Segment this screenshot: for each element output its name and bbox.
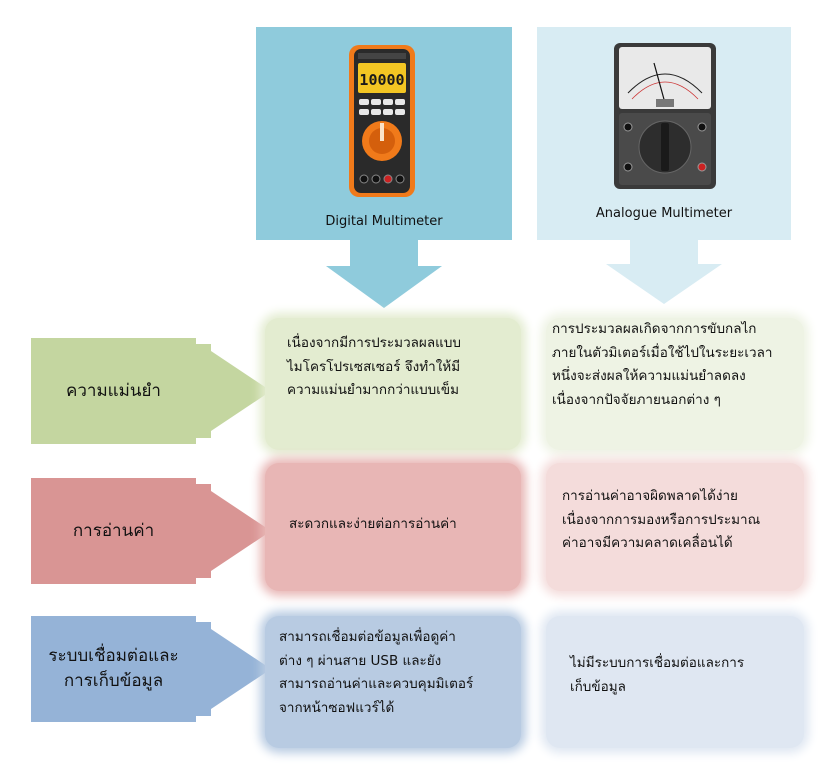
row-arrow-accuracy xyxy=(31,338,271,444)
digital-down-arrow xyxy=(326,240,442,308)
analogue-multimeter-label: Analogue Multimeter xyxy=(595,206,733,221)
row-label-text: การอ่านค่า xyxy=(72,520,155,541)
row-label-connectivity: ระบบเชื่อมต่อและ การเก็บข้อมูล xyxy=(31,616,271,722)
row-label-text: ความแม่นยำ xyxy=(66,380,161,401)
analogue-multimeter-header: Analogue Multimeter xyxy=(537,27,791,240)
row-label-accuracy: ความแม่นยำ xyxy=(31,338,271,444)
digital-multimeter-label: Digital Multimeter xyxy=(325,214,443,229)
card-digital-connectivity: สามารถเชื่อมต่อข้อมูลเพื่อดูค่า ต่าง ๆ ผ… xyxy=(265,616,521,748)
analogue-multimeter-image xyxy=(614,43,716,189)
row-label-text: ระบบเชื่อมต่อและ การเก็บข้อมูล xyxy=(48,646,179,691)
digital-multimeter-image: 10000 xyxy=(349,45,415,197)
row-arrow-connectivity xyxy=(31,616,271,722)
card-digital-accuracy: เนื่องจากมีการประมวลผลแบบ ไมโครโปรเซสเซอ… xyxy=(265,318,521,450)
analogue-down-arrow xyxy=(606,240,722,304)
card-digital-reading: สะดวกและง่ายต่อการอ่านค่า xyxy=(265,463,521,591)
digital-display-readout: 10000 xyxy=(359,71,404,89)
digital-multimeter-header: 10000 Digital Multimeter xyxy=(256,27,512,240)
card-analogue-reading: การอ่านค่าอาจผิดพลาดได้ง่าย เนื่องจากการ… xyxy=(546,463,804,591)
card-analogue-accuracy: การประมวลผลเกิดจากการขับกลไก ภายในตัวมิเ… xyxy=(546,318,804,450)
row-label-reading: การอ่านค่า xyxy=(31,478,271,584)
row-arrow-reading xyxy=(31,478,271,584)
card-analogue-connectivity: ไม่มีระบบการเชื่อมต่อและการ เก็บข้อมูล xyxy=(546,616,804,748)
